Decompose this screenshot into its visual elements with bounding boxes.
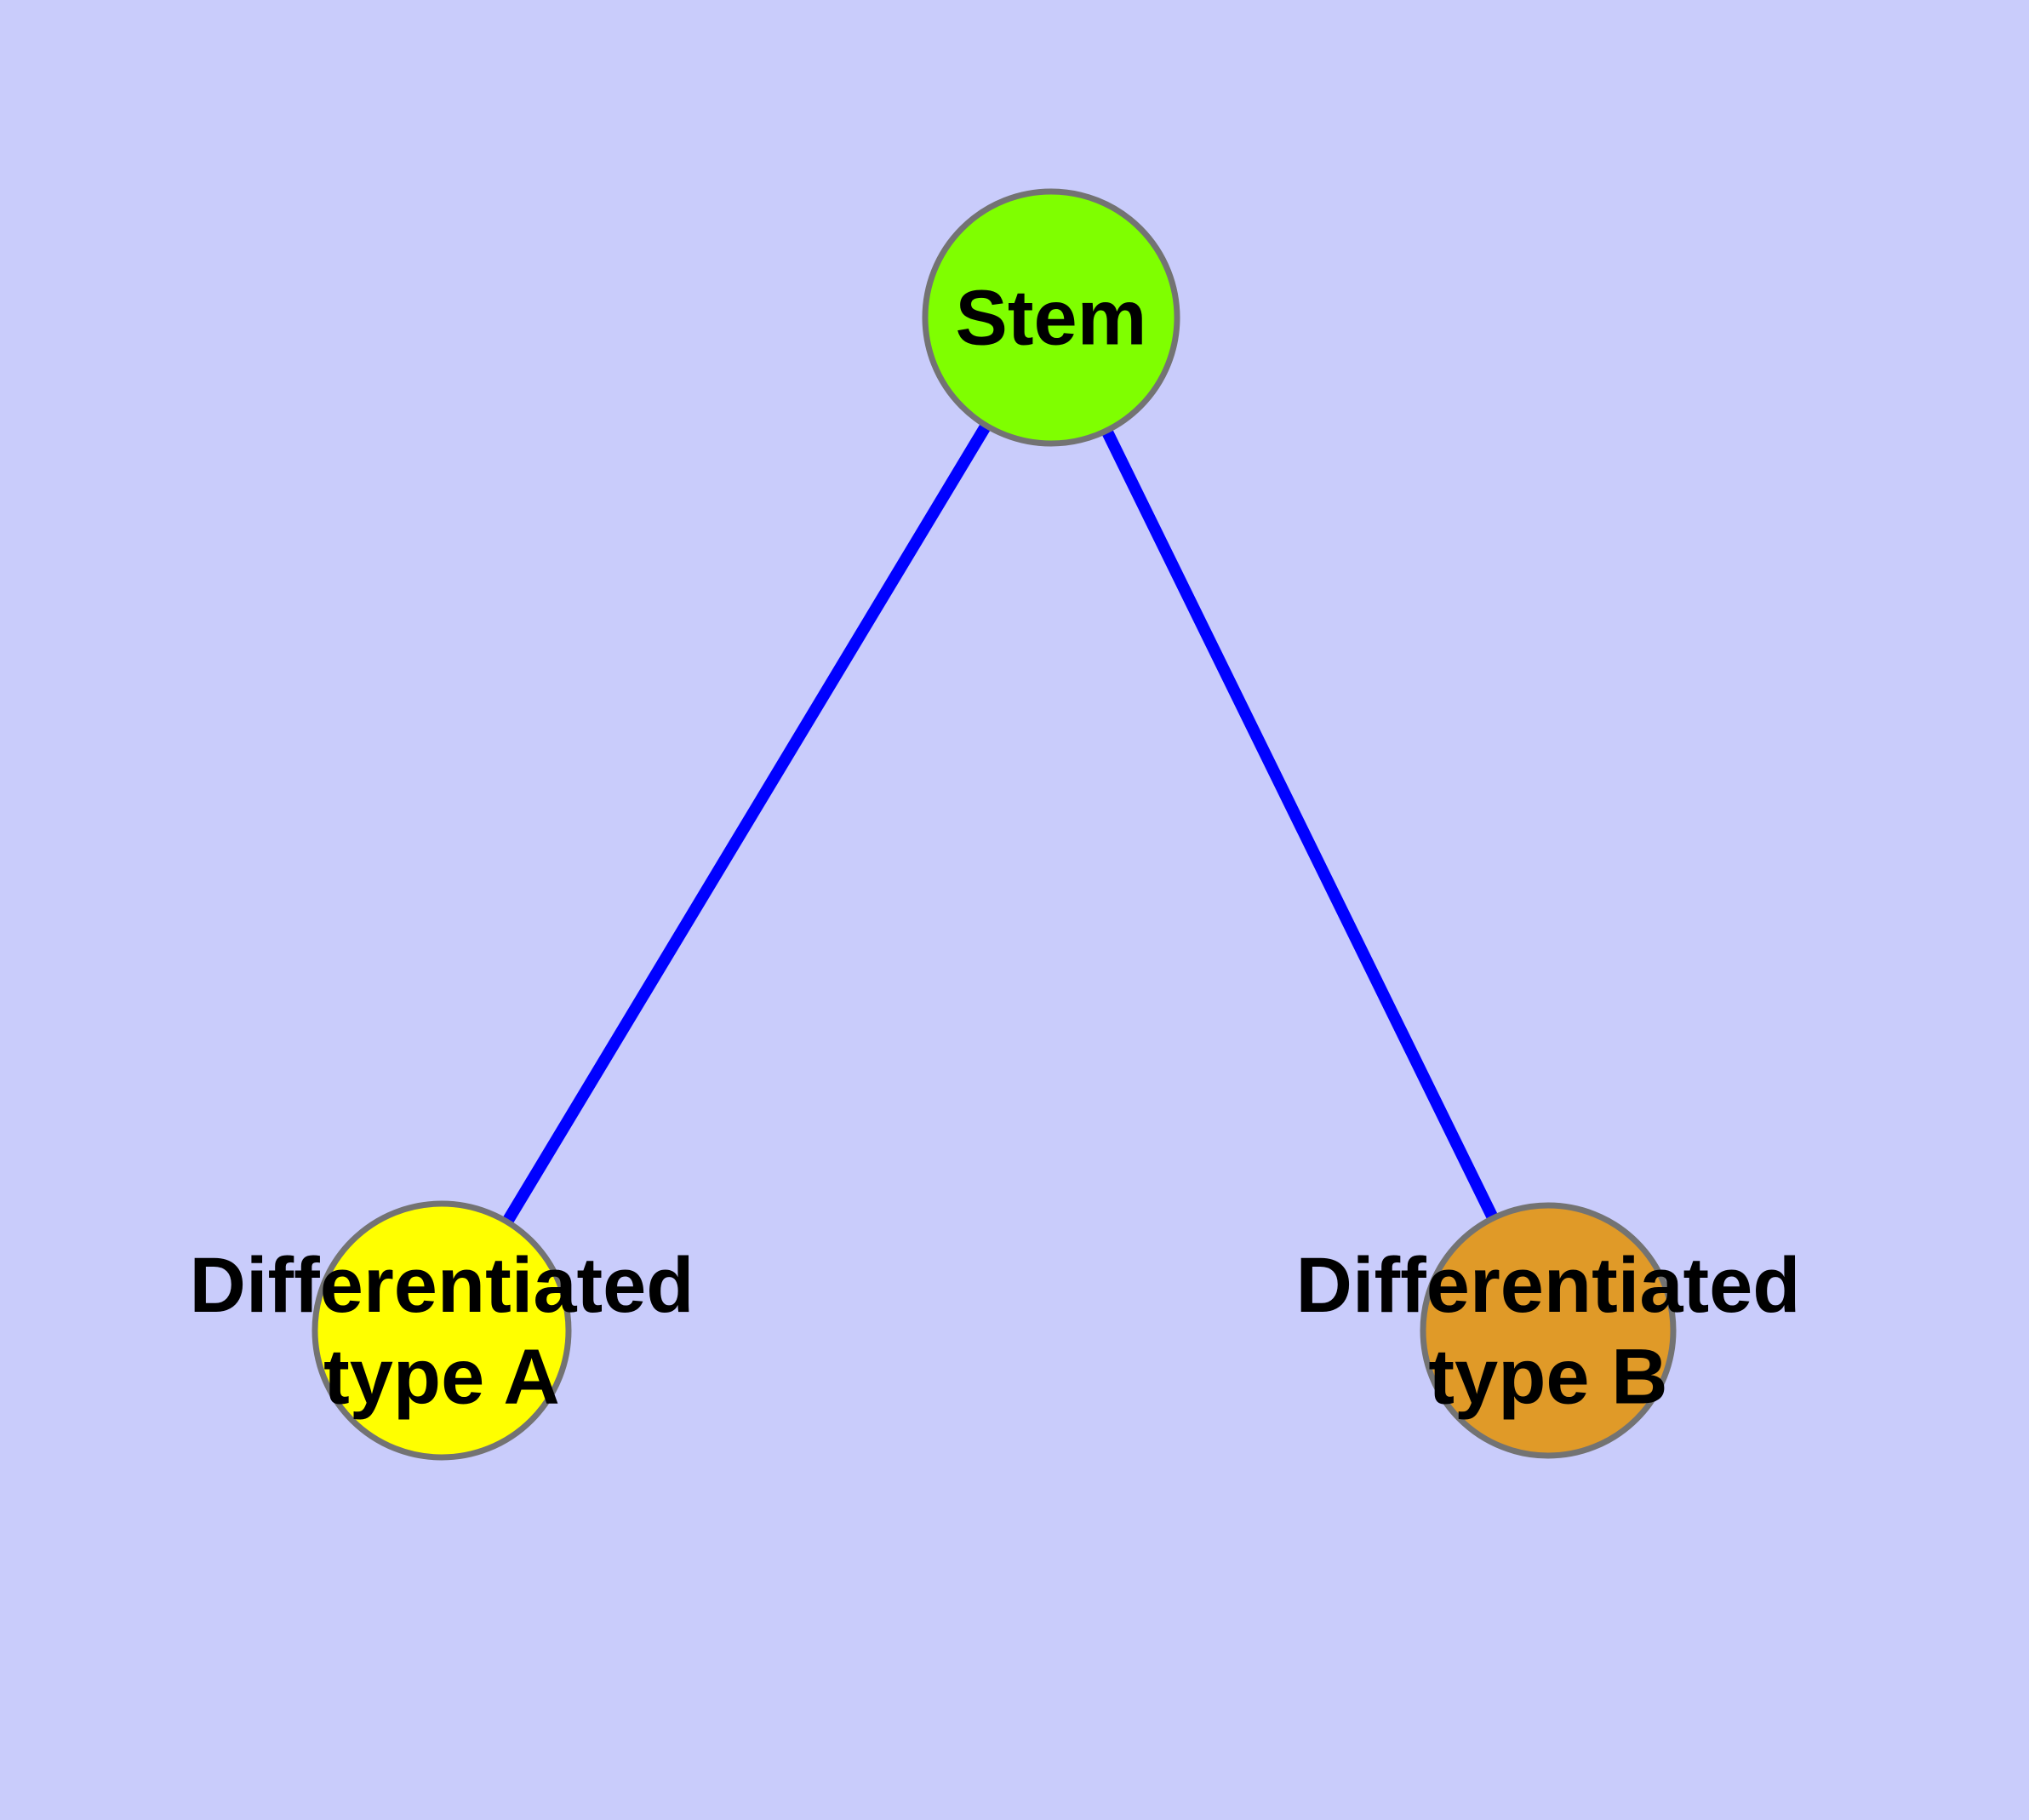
node-label-line: Stem: [956, 275, 1147, 362]
nodes-layer: [311, 188, 1677, 1461]
edges-layer: [437, 314, 1554, 1334]
node-label-line: Differentiated: [1296, 1242, 1801, 1329]
node-label-line: Differentiated: [190, 1242, 694, 1329]
graph-node-diff_b[interactable]: [1420, 1202, 1677, 1459]
node-label-stem: Stem: [956, 275, 1147, 362]
graph-node-diff_a[interactable]: [311, 1200, 572, 1461]
node-label-line: type A: [323, 1334, 560, 1421]
graph-edge: [1045, 314, 1554, 1334]
graph-node-stem[interactable]: [922, 188, 1180, 447]
graph-edge: [437, 314, 1056, 1334]
node-label-line: type B: [1428, 1334, 1667, 1421]
